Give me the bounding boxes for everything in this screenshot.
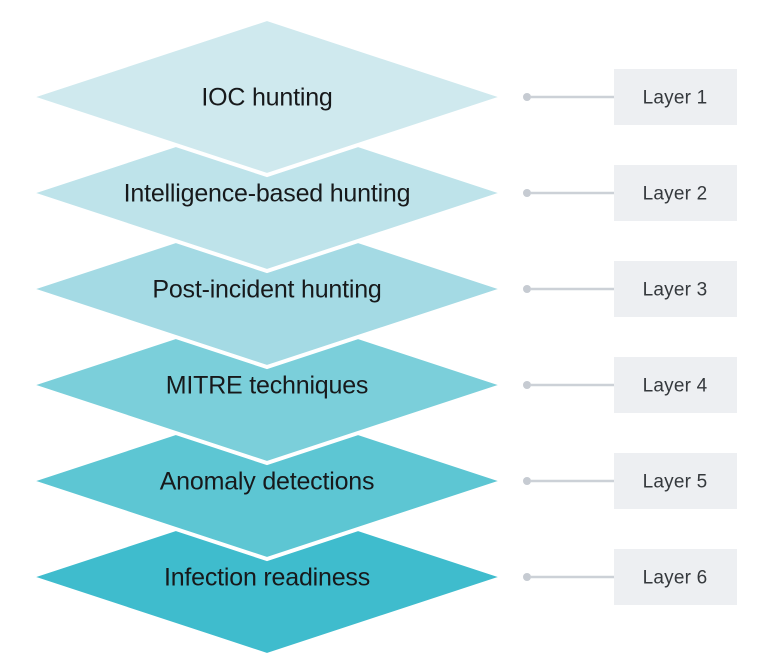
- layer-group-4: MITRE techniques Layer 4: [23, 304, 737, 466]
- connector-dot: [523, 381, 531, 389]
- layer-tag-label: Layer 6: [643, 568, 708, 589]
- connector-dot: [523, 189, 531, 197]
- layer-tag-label: Layer 5: [643, 472, 708, 493]
- layer-tag-label: Layer 3: [643, 280, 708, 301]
- diamond-label: Post-incident hunting: [152, 276, 381, 304]
- layer-group-1: IOC hunting Layer 1: [23, 16, 737, 178]
- layer-tag-box: [614, 357, 737, 413]
- diamond-label: IOC hunting: [201, 84, 332, 112]
- layer-tag-box: [614, 165, 737, 221]
- layer-tag-label: Layer 4: [643, 376, 708, 397]
- layer-tag-label: Layer 2: [643, 184, 708, 205]
- diamond-label: Anomaly detections: [160, 468, 375, 496]
- layer-group-6: Infection readiness Layer 6: [23, 496, 737, 658]
- layer-group-2: Intelligence-based hunting Layer 2: [23, 112, 737, 274]
- layer-tag-box: [614, 69, 737, 125]
- layer-tag-label: Layer 1: [643, 88, 708, 109]
- layers-root: Infection readiness Layer 6 Anomaly dete…: [23, 16, 737, 658]
- diamond-label: Intelligence-based hunting: [124, 180, 411, 208]
- diamond-label: Infection readiness: [164, 564, 370, 592]
- diamond-label: MITRE techniques: [166, 372, 368, 400]
- connector-dot: [523, 477, 531, 485]
- connector-dot: [523, 573, 531, 581]
- layer-tag-box: [614, 549, 737, 605]
- layer-tag-box: [614, 261, 737, 317]
- connector-dot: [523, 285, 531, 293]
- connector-dot: [523, 93, 531, 101]
- layer-tag-box: [614, 453, 737, 509]
- layer-group-5: Anomaly detections Layer 5: [23, 400, 737, 562]
- diamond-shape: [23, 16, 511, 178]
